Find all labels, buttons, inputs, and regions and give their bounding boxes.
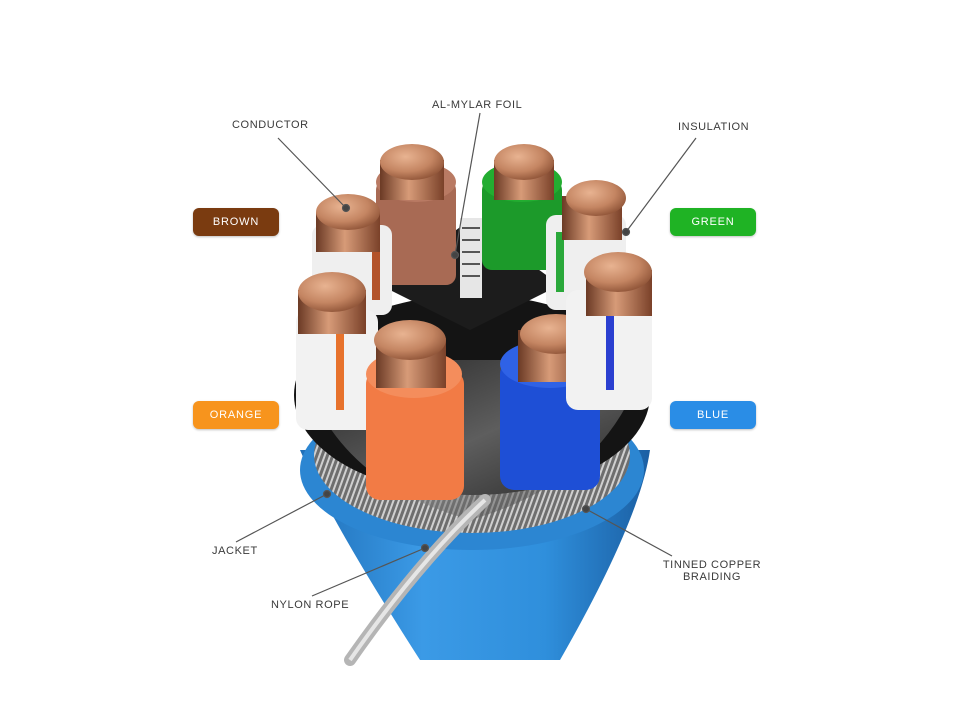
conductor-orange: [374, 320, 446, 360]
conductor-green: [494, 144, 554, 180]
label-braiding-line2: BRAIDING: [683, 571, 741, 583]
leader-jacket: [235, 493, 328, 543]
pair-badge-orange: ORANGE: [193, 401, 279, 429]
label-insulation: INSULATION: [678, 121, 750, 133]
foil-strip: [460, 218, 482, 298]
label-tinned-copper-braiding: TINNED COPPER BRAIDING: [660, 559, 764, 583]
label-braiding-line1: TINNED COPPER: [662, 559, 762, 571]
conductor-brown-white: [316, 194, 380, 230]
conductor-orange-white: [298, 272, 366, 312]
wire-brown: [376, 180, 456, 285]
wire-green: [482, 180, 562, 270]
conductor-green-white: [566, 180, 626, 216]
label-conductor: CONDUCTOR: [232, 119, 309, 131]
label-nylon-rope: NYLON ROPE: [271, 599, 350, 611]
label-jacket: JACKET: [212, 545, 258, 557]
leader-nylon-rope: [311, 547, 426, 597]
conductor-brown: [380, 144, 444, 180]
leader-insulation: [625, 137, 697, 233]
pair-badge-blue: BLUE: [670, 401, 756, 429]
leader-braiding: [585, 508, 673, 557]
leader-conductor: [277, 137, 347, 209]
wire-orange: [366, 370, 464, 500]
conductor-blue-white: [584, 252, 652, 292]
leader-foil: [454, 112, 481, 256]
pair-badge-brown: BROWN: [193, 208, 279, 236]
pair-badge-green: GREEN: [670, 208, 756, 236]
label-al-mylar-foil: AL-MYLAR FOIL: [432, 99, 523, 111]
